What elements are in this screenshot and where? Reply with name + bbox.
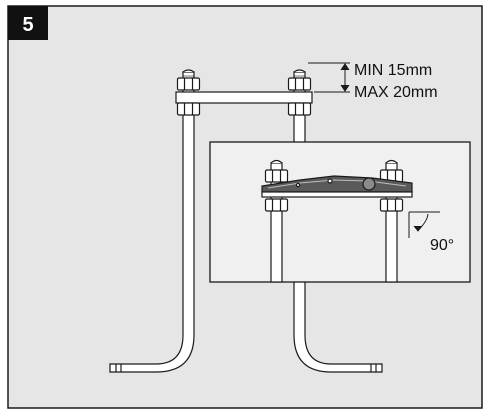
- template-bar: [175, 91, 313, 104]
- step-badge: [8, 6, 48, 40]
- nut-icon: [264, 198, 289, 212]
- nut-icon: [176, 77, 201, 91]
- nut-icon: [287, 77, 312, 91]
- angle-label: 90°: [430, 237, 454, 254]
- dimension-indicator: [308, 62, 350, 93]
- max-dimension-label: MAX 20mm: [354, 84, 438, 101]
- min-dimension-label: MIN 15mm: [354, 62, 432, 79]
- nut-icon: [287, 102, 312, 116]
- nut-icon: [176, 102, 201, 116]
- right-angle-icon: [408, 211, 440, 238]
- step-number: 5: [22, 14, 33, 36]
- mounting-bracket-icon: [261, 175, 413, 198]
- nut-icon: [264, 169, 289, 183]
- nut-icon: [379, 198, 404, 212]
- detail-inset: 90°: [209, 141, 471, 283]
